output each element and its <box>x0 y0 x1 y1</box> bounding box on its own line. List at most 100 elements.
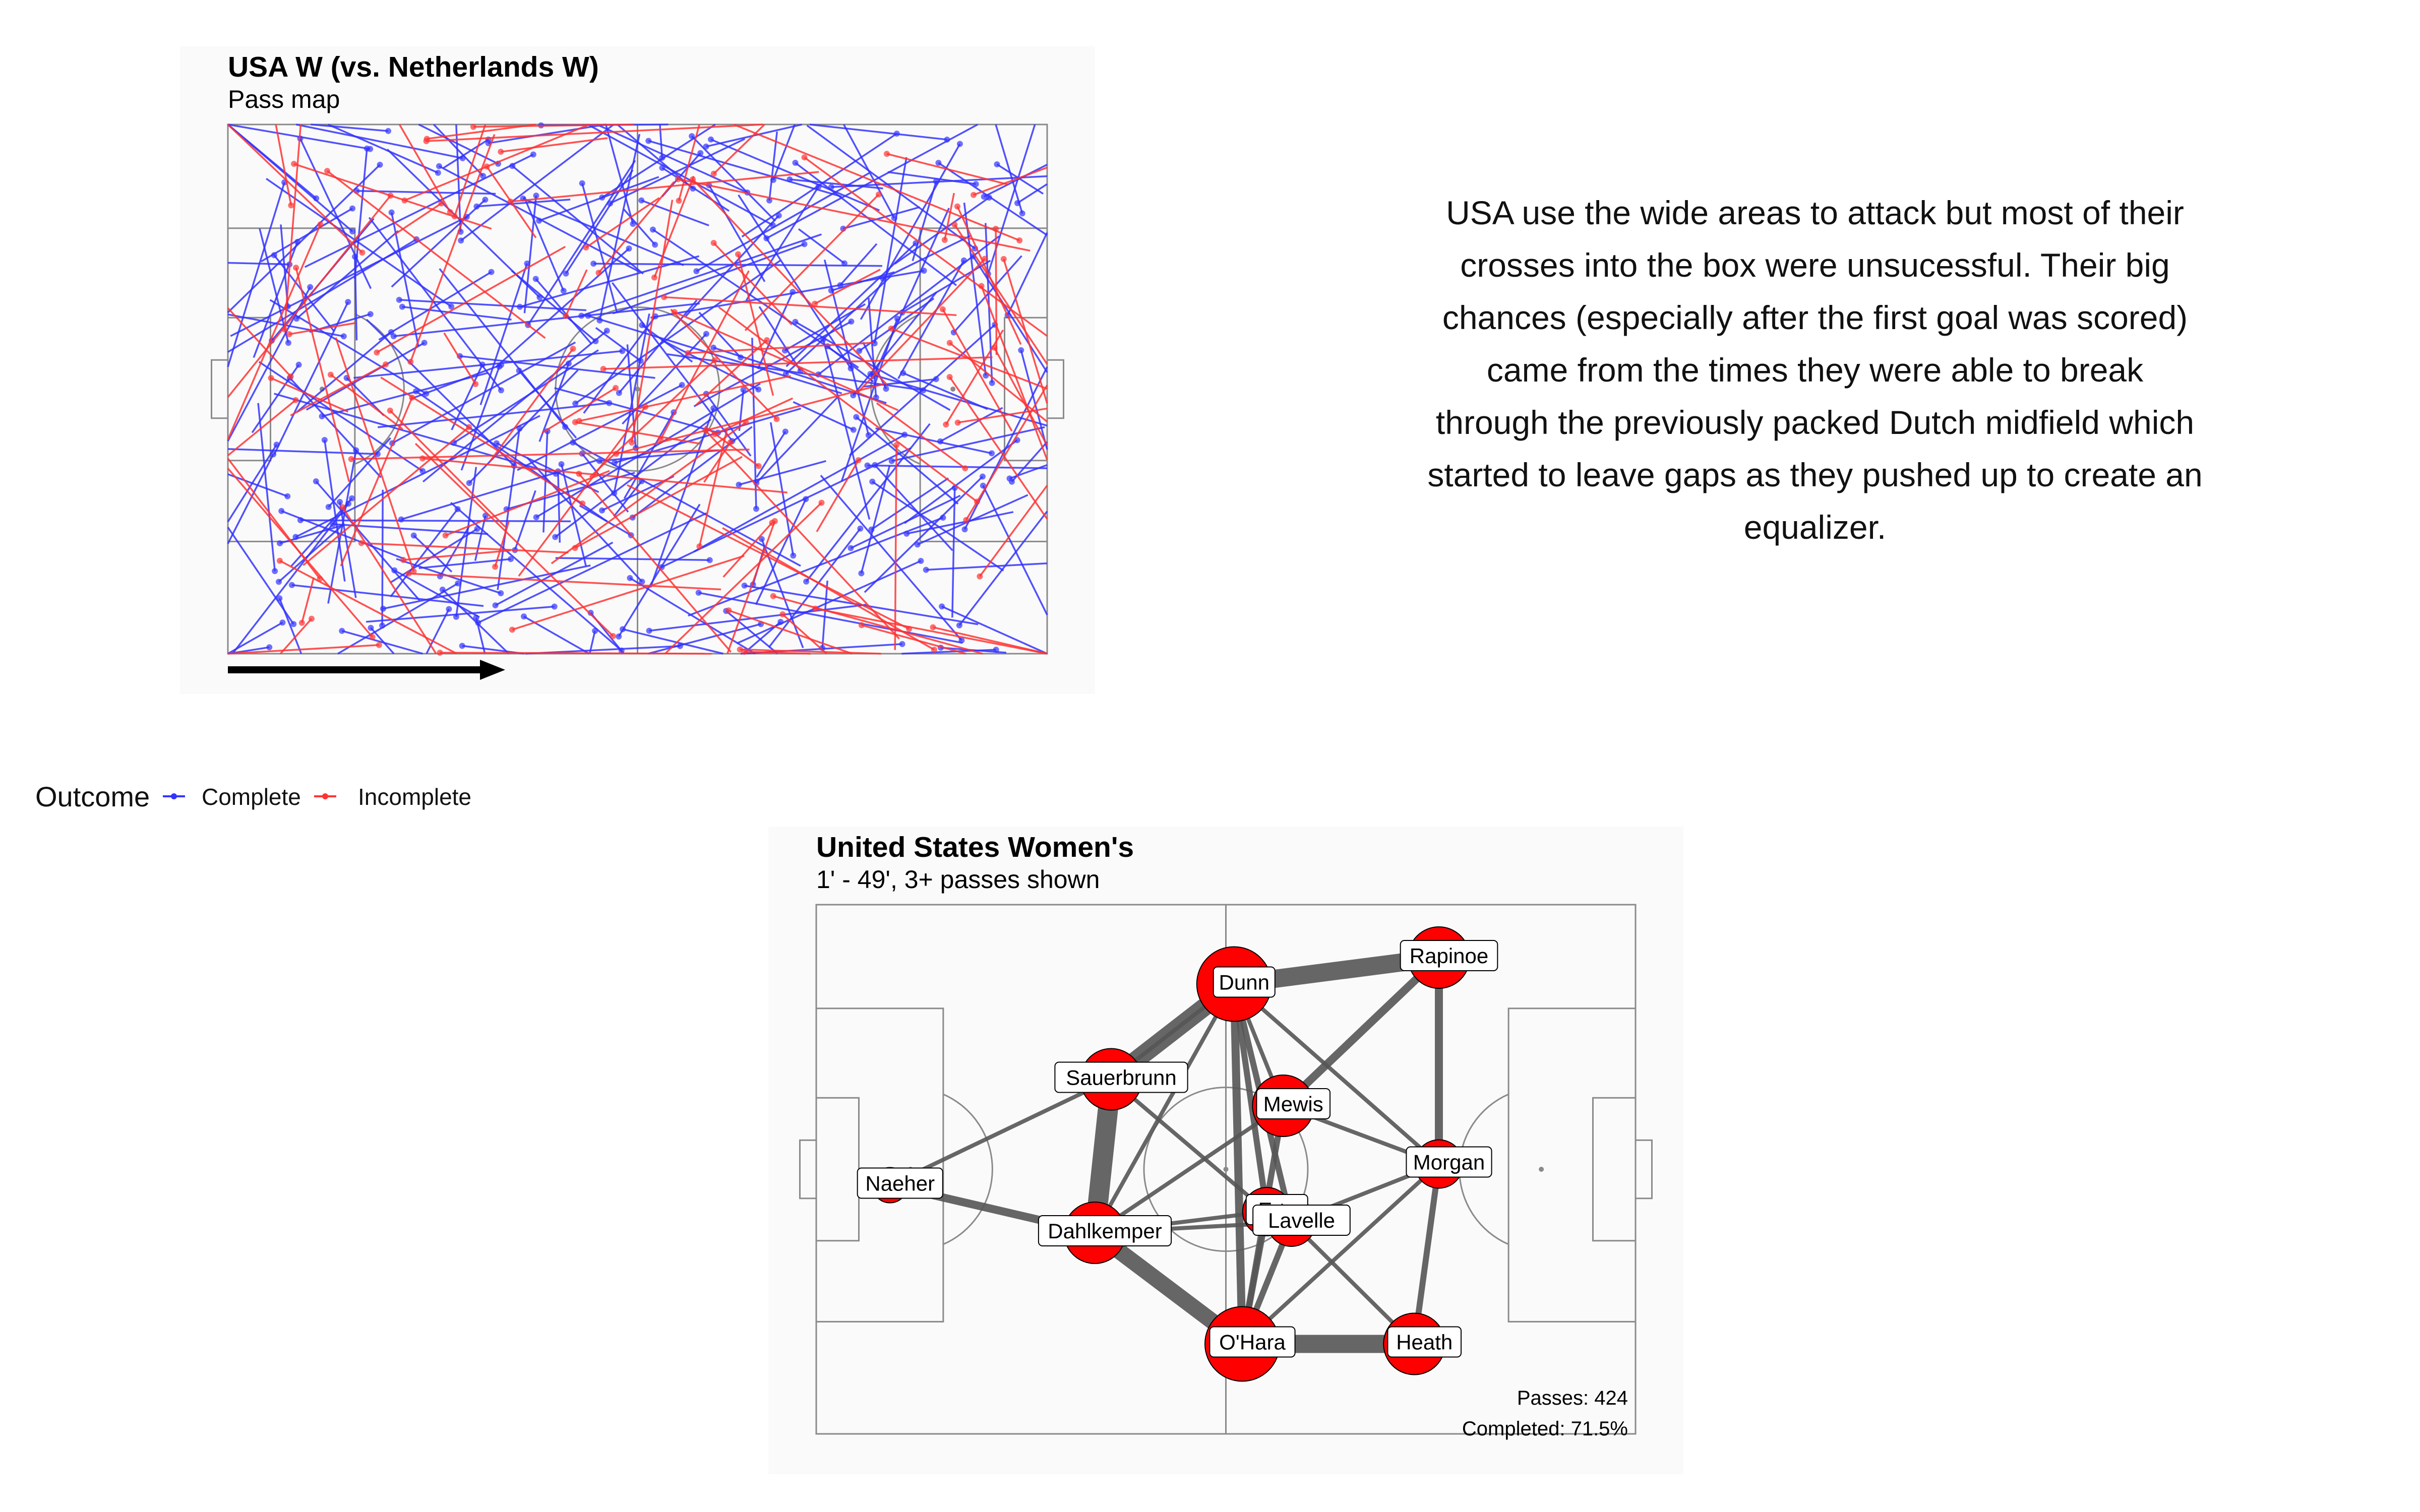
pass-origin-incomplete <box>287 373 294 380</box>
pass-origin-incomplete <box>387 193 394 199</box>
pass-origin-incomplete <box>358 540 365 546</box>
player-label-box <box>1038 1215 1172 1246</box>
pass-origin-complete <box>592 627 598 634</box>
pass-origin-incomplete <box>939 306 946 312</box>
pass-origin-complete <box>345 299 351 305</box>
pass-link <box>1231 983 1270 1212</box>
pass-line-complete <box>526 457 643 583</box>
pass-line-complete <box>370 627 395 655</box>
pass-origin-incomplete <box>424 136 430 142</box>
pass-line-complete <box>872 481 1004 572</box>
pass-line-complete <box>940 647 1007 654</box>
pass-line-complete <box>399 299 587 311</box>
pass-origin-complete <box>1019 210 1025 217</box>
pass-origin-complete <box>498 387 504 394</box>
right-penalty-box <box>919 227 1048 542</box>
pass-origin-complete <box>508 556 514 562</box>
pass-origin-complete <box>521 613 527 620</box>
pass-line-complete <box>227 454 274 544</box>
pass-line-complete <box>495 541 614 606</box>
pass-line-complete <box>725 610 778 655</box>
pass-line-incomplete <box>773 595 983 655</box>
pass-origin-complete <box>475 619 481 626</box>
pass-origin-incomplete <box>348 456 354 462</box>
pass-line-incomplete <box>335 337 415 572</box>
player-label-box <box>1213 966 1276 998</box>
pass-line-complete <box>996 163 1044 195</box>
pass-line-complete <box>772 124 796 180</box>
pass-line-complete <box>366 605 555 623</box>
pass-line-incomplete <box>295 267 350 482</box>
pass-origin-incomplete <box>407 358 414 365</box>
pass-line-complete <box>394 570 480 618</box>
pass-origin-incomplete <box>954 419 961 426</box>
pass-origin-complete <box>857 525 864 532</box>
pass-origin-complete <box>820 336 826 343</box>
player-label: Mewis <box>1263 1092 1323 1116</box>
pass-line-incomplete <box>953 224 1048 365</box>
pass-origin-complete <box>899 641 905 647</box>
pass-line-complete <box>601 475 675 512</box>
pass-line-incomplete <box>409 134 496 362</box>
left-penalty-arc <box>943 1093 993 1245</box>
pass-origin-complete <box>627 575 633 581</box>
pass-origin-complete <box>758 536 765 542</box>
pass-line-incomplete <box>486 166 537 238</box>
pass-line-incomplete <box>678 178 1031 252</box>
pass-origin-complete <box>695 590 702 596</box>
pass-origin-complete <box>421 340 428 346</box>
player-nodes <box>872 926 1470 1382</box>
pass-origin-complete <box>850 426 857 433</box>
pass-line-complete <box>512 165 644 275</box>
pass-line-complete <box>439 165 640 273</box>
pass-origin-complete <box>933 376 939 383</box>
pass-origin-complete <box>279 619 286 626</box>
pass-origin-incomplete <box>583 244 589 251</box>
pass-line-incomplete <box>728 609 853 655</box>
pass-origin-complete <box>446 606 452 612</box>
pass-line-incomplete <box>342 507 437 654</box>
pass-origin-incomplete <box>387 407 393 414</box>
pass-origin-incomplete <box>883 151 890 157</box>
pass-line-incomplete <box>389 410 506 528</box>
pass-line-incomplete <box>744 194 880 331</box>
pass-line-incomplete <box>816 460 860 532</box>
pass-line-incomplete <box>815 607 1048 655</box>
pass-line-complete <box>418 558 511 570</box>
pass-origin-complete <box>290 621 297 627</box>
pass-origin-incomplete <box>943 421 949 428</box>
pass-origin-complete <box>864 462 871 469</box>
pass-origin-complete <box>375 451 381 457</box>
pass-origin-incomplete <box>711 357 718 363</box>
pass-origin-complete <box>914 541 921 548</box>
left-six-yard-box <box>815 1097 860 1242</box>
center-spot <box>1223 1167 1229 1172</box>
pass-line-complete <box>795 321 951 411</box>
pass-line-complete <box>496 442 599 493</box>
pass-line-incomplete <box>414 443 614 637</box>
pass-line-complete <box>392 341 576 444</box>
pass-line-complete <box>443 139 489 169</box>
pass-origin-complete <box>828 287 834 294</box>
pass-line-complete <box>604 124 634 224</box>
pass-line-complete <box>798 228 845 264</box>
pass-line-incomplete <box>979 485 1048 577</box>
left-goal <box>211 359 229 419</box>
player-label: Dahlkemper <box>1048 1219 1162 1243</box>
pass-origin-complete <box>894 316 900 322</box>
pass-line-incomplete <box>713 123 765 175</box>
player-label: Dunn <box>1219 971 1269 994</box>
pass-line-complete <box>328 437 391 508</box>
pass-origin-complete <box>801 241 808 247</box>
pass-line-incomplete <box>578 473 732 653</box>
pass-line-complete <box>648 140 842 198</box>
pass-origin-incomplete <box>771 518 778 524</box>
pass-line-incomplete <box>283 124 302 330</box>
pass-links <box>889 949 1443 1353</box>
pass-origin-complete <box>603 328 610 334</box>
pass-origin-complete <box>349 495 355 501</box>
player-label-box <box>1406 1146 1492 1178</box>
pass-origin-incomplete <box>466 424 472 430</box>
pass-line-complete <box>874 464 953 551</box>
pass-origin-incomplete <box>1016 237 1023 243</box>
